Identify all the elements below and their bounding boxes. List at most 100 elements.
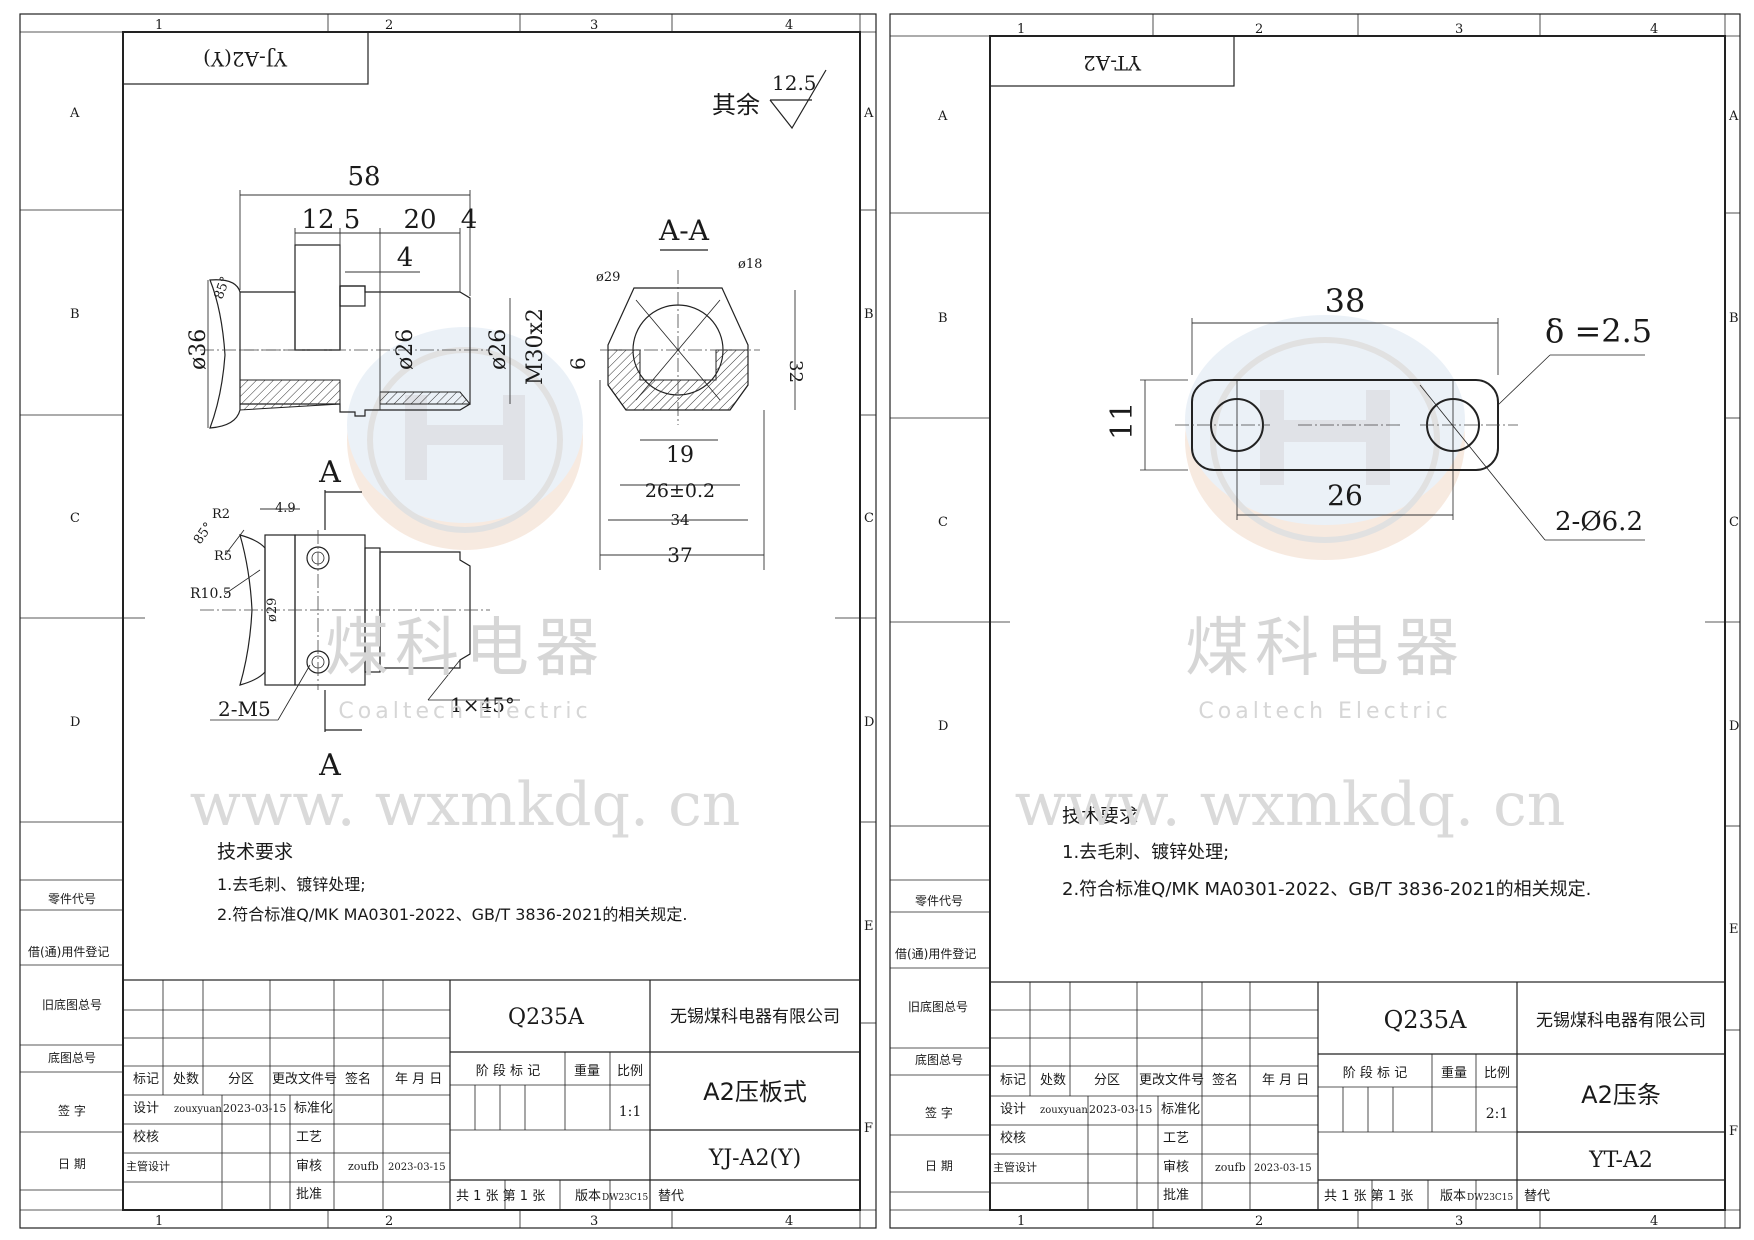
rev-header: 更改文件号 bbox=[1139, 1073, 1204, 1088]
col-label: 2 bbox=[385, 18, 393, 33]
col-label: 3 bbox=[590, 18, 598, 33]
row-label: D bbox=[864, 715, 874, 730]
dim-phi29: ø29 bbox=[596, 270, 620, 285]
row-label: A bbox=[937, 109, 948, 124]
col-label: 1 bbox=[155, 18, 163, 33]
row-label: C bbox=[1729, 515, 1739, 530]
designer-name: zouxyuan bbox=[174, 1104, 222, 1115]
weight-header: 重量 bbox=[1441, 1065, 1467, 1081]
dim-34: 34 bbox=[670, 511, 689, 529]
role-chief: 主管设计 bbox=[993, 1160, 1037, 1174]
strip-view: 38 δ =2.5 11 26 2-Ø6.2 bbox=[1105, 282, 1652, 541]
dim-m30: M30x2 bbox=[523, 308, 548, 385]
tech-req-title: 技术要求 bbox=[217, 841, 293, 863]
col-label: 2 bbox=[1255, 1214, 1263, 1229]
row-label: F bbox=[1729, 1124, 1738, 1139]
version-label: 版本 bbox=[575, 1189, 601, 1204]
side-label: 借(通)用件登记 bbox=[28, 944, 109, 959]
view-marker-a-top: A bbox=[318, 455, 341, 490]
col-label: 4 bbox=[1650, 1214, 1658, 1229]
row-label: A bbox=[1728, 109, 1739, 124]
dim-4b: 4 bbox=[397, 243, 414, 273]
dim-5: 5 bbox=[344, 205, 361, 235]
rev-header: 更改文件号 bbox=[272, 1072, 337, 1087]
check-review: 审核 bbox=[1163, 1160, 1189, 1175]
roughness-value: 12.5 bbox=[772, 71, 817, 95]
row-label: D bbox=[1729, 719, 1739, 734]
side-label: 日 期 bbox=[58, 1157, 86, 1171]
dim-26: 26 bbox=[1327, 479, 1363, 512]
side-label: 旧底图总号 bbox=[42, 997, 102, 1012]
tech-req-item: 2.符合标准Q/MK MA0301-2022、GB/T 3836-2021的相关… bbox=[217, 905, 688, 924]
col-label: 2 bbox=[385, 1214, 393, 1229]
dim-r10-5: R10.5 bbox=[190, 586, 232, 602]
drawing-number: YT-A2 bbox=[1588, 1148, 1653, 1173]
col-label: 2 bbox=[1255, 22, 1263, 37]
outer-frame bbox=[19, 13, 877, 1229]
row-label: C bbox=[938, 515, 948, 530]
check-approve: 批准 bbox=[1163, 1188, 1189, 1203]
col-label: 3 bbox=[1455, 1214, 1463, 1229]
rev-header: 签名 bbox=[1212, 1072, 1238, 1088]
side-label: 底图总号 bbox=[915, 1052, 963, 1067]
stage-header: 阶 段 标 记 bbox=[476, 1064, 540, 1079]
material: Q235A bbox=[1384, 1006, 1467, 1034]
dim-4-9: 4.9 bbox=[275, 501, 296, 516]
reviewer-name: zoufb bbox=[348, 1160, 379, 1173]
dim-58: 58 bbox=[347, 162, 380, 192]
col-label: 1 bbox=[155, 1214, 163, 1229]
check-process: 工艺 bbox=[296, 1130, 322, 1145]
front-view: 58 12 5 20 4 4 85° ø36 ø26 ø26 M30x2 bbox=[186, 162, 548, 429]
tech-req-title: 技术要求 bbox=[1062, 805, 1138, 827]
tech-req-item: 1.去毛刺、镀锌处理; bbox=[1062, 842, 1229, 863]
stage-header: 阶 段 标 记 bbox=[1343, 1066, 1407, 1081]
side-label: 底图总号 bbox=[48, 1050, 96, 1065]
side-label: 旧底图总号 bbox=[908, 999, 968, 1014]
design-date: 2023-03-15 bbox=[223, 1102, 286, 1115]
row-label: C bbox=[70, 511, 80, 526]
rev-header: 签名 bbox=[345, 1071, 371, 1087]
roughness-symbol bbox=[769, 69, 827, 130]
version-value: DW23C15 bbox=[1467, 1193, 1514, 1203]
version-value: DW23C15 bbox=[602, 1193, 649, 1203]
label-chamfer: 1×45° bbox=[450, 693, 515, 717]
col-label: 4 bbox=[785, 1214, 793, 1229]
watermark-en: Coaltech Electric bbox=[338, 699, 591, 724]
sheet-left: 1 2 3 4 1 2 3 4 A B C D A B C D E F 零件代号… bbox=[19, 13, 877, 1229]
dim-4a: 4 bbox=[461, 205, 478, 235]
dim-phi29b: ø29 bbox=[265, 598, 280, 622]
watermark: 煤科电器 Coaltech Electric www. wxmkdq. cn 煤… bbox=[190, 612, 1566, 840]
dim-26-tol: 26±0.2 bbox=[645, 480, 715, 502]
section-label: A-A bbox=[658, 214, 710, 247]
check-std: 标准化 bbox=[1161, 1102, 1200, 1117]
label-2-m5: 2-M5 bbox=[218, 697, 271, 721]
angle-85b: 85° bbox=[191, 520, 217, 547]
view-marker-a-bottom: A bbox=[318, 748, 341, 783]
rev-header: 年 月 日 bbox=[1262, 1073, 1309, 1088]
side-label: 签 字 bbox=[925, 1105, 953, 1120]
dim-11: 11 bbox=[1105, 402, 1140, 440]
roughness-label: 其余 bbox=[712, 91, 760, 119]
watermark-url: www. wxmkdq. cn bbox=[190, 770, 741, 840]
row-label: E bbox=[1729, 922, 1739, 937]
angle-85: 85° bbox=[212, 275, 234, 302]
row-label: C bbox=[864, 511, 874, 526]
sheet-right: 1 2 3 4 1 2 3 4 A B C D A B C D E F 零件代号… bbox=[889, 13, 1741, 1229]
rev-header: 分区 bbox=[1094, 1073, 1120, 1088]
bottom-view: A A R2 4.9 85° R bbox=[190, 455, 520, 783]
title-block-left: 标记 处数 分区 更改文件号 签名 年 月 日 设计 校核 主管设计 zouxy… bbox=[122, 979, 861, 1211]
row-label: E bbox=[864, 919, 874, 934]
weight-header: 重量 bbox=[574, 1063, 600, 1079]
col-label: 1 bbox=[1017, 22, 1025, 37]
part-name: A2压条 bbox=[1581, 1081, 1661, 1109]
title-block-right: 标记 处数 分区 更改文件号 签名 年 月 日 设计 校核 主管设计 zouxy… bbox=[989, 981, 1726, 1211]
dim-6: 6 bbox=[566, 357, 590, 370]
designer-name: zouxyuan bbox=[1040, 1105, 1088, 1116]
check-review: 审核 bbox=[296, 1159, 322, 1174]
review-date: 2023-03-15 bbox=[388, 1162, 446, 1173]
side-label: 日 期 bbox=[925, 1159, 953, 1173]
role-chief: 主管设计 bbox=[126, 1159, 170, 1173]
row-label: F bbox=[864, 1121, 873, 1136]
reversed-drawing-no: YT-A2 bbox=[1083, 51, 1142, 75]
